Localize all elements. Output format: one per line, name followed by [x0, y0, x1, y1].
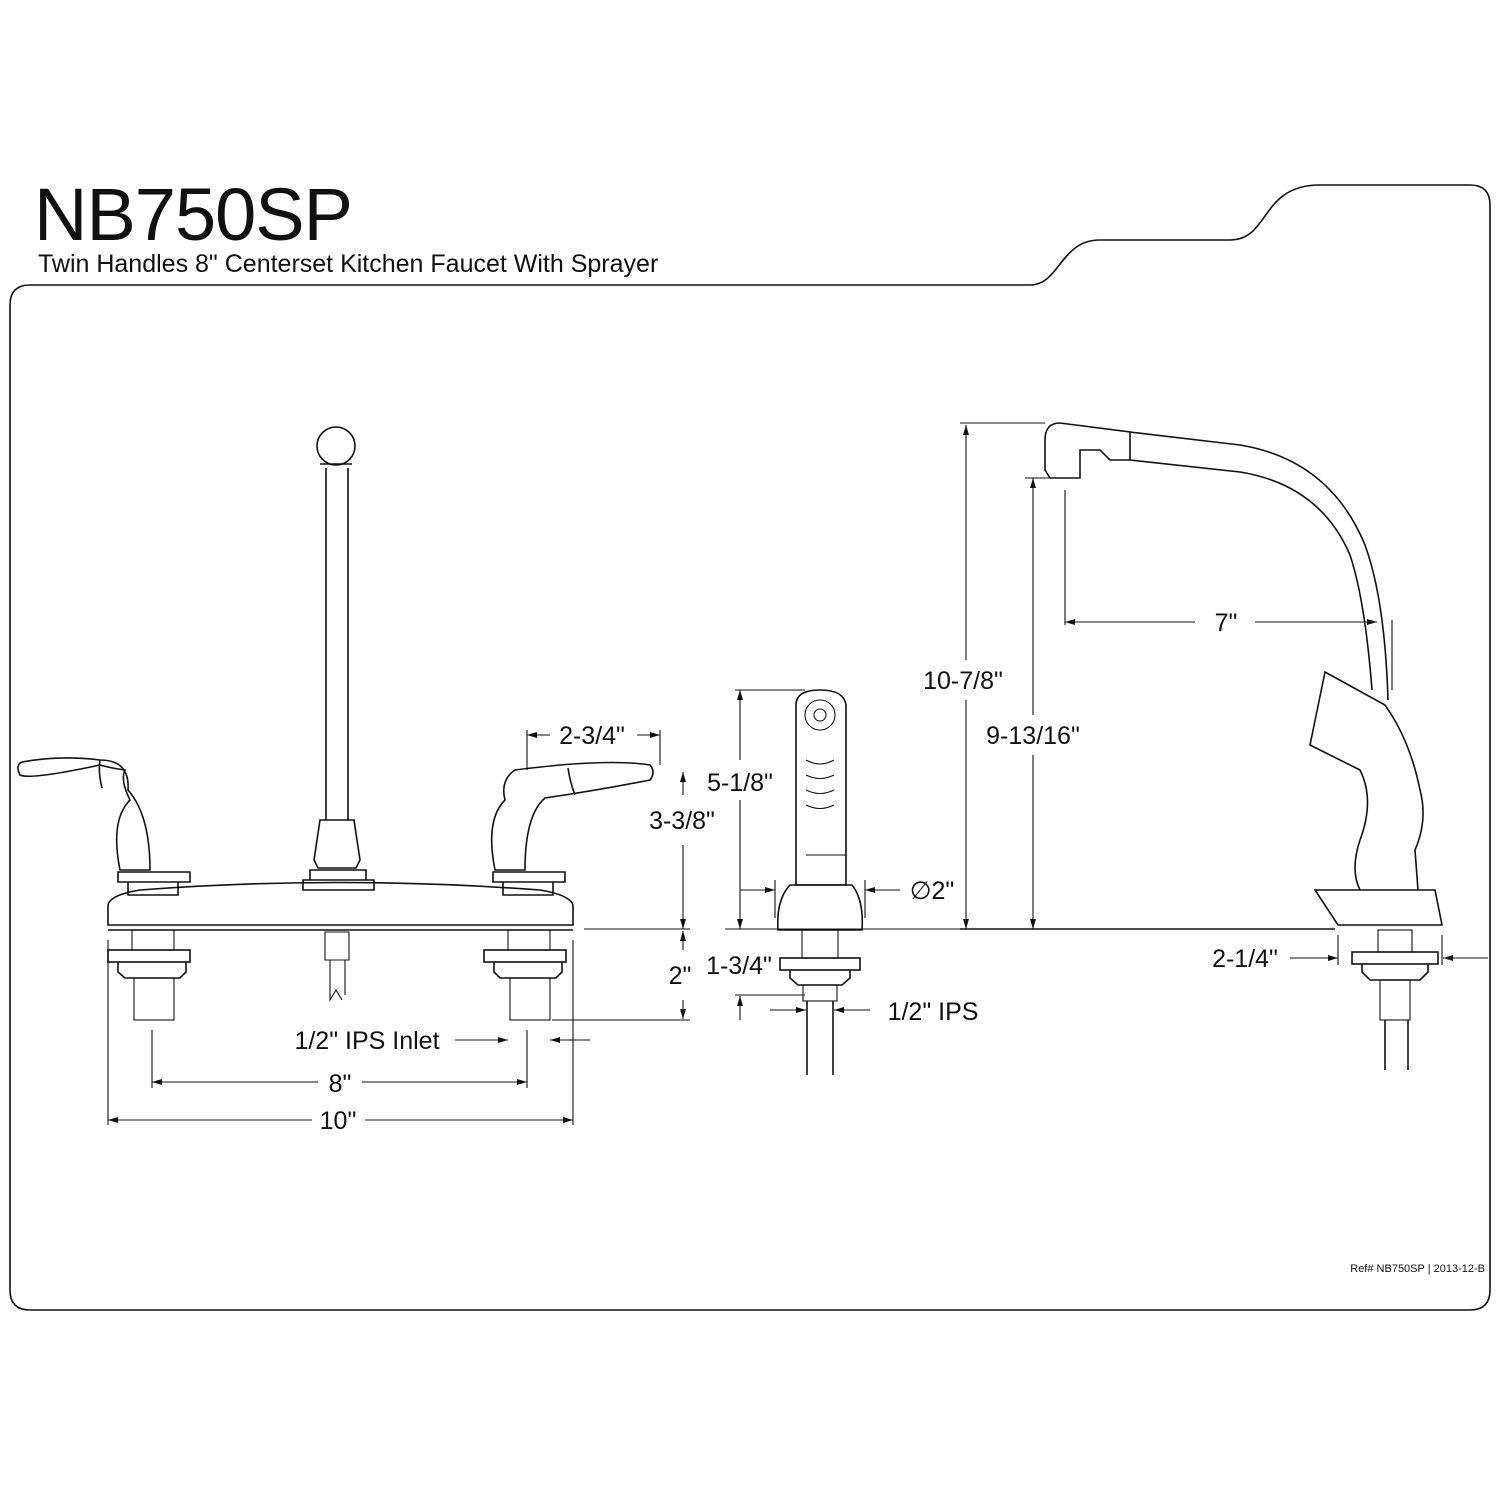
dim-sprayer-thread: 1/2" IPS: [888, 998, 979, 1026]
dim-overall-width: 10": [320, 1107, 357, 1135]
page-frame: [9, 184, 1491, 1311]
side-view-faucet: [1044, 422, 1443, 1070]
sprayer-drawing: [776, 689, 864, 1075]
dim-sprayer-shank: 1-3/4": [706, 952, 772, 980]
dim-handle-height: 3-3/8": [649, 807, 715, 835]
model-number: NB750SP: [34, 173, 353, 256]
dimension-lines: [107, 422, 1488, 1125]
dim-base-depth: 2-1/4": [1212, 945, 1278, 973]
dim-spout-clearance: 9-13/16": [986, 722, 1080, 750]
dim-handle-width: 2-3/4": [559, 722, 625, 750]
dim-shank-length: 2": [669, 962, 692, 990]
dim-centers: 8": [329, 1070, 352, 1098]
dim-sprayer-diameter: ∅2": [910, 877, 955, 905]
reference-note: Ref# NB750SP | 2013-12-B: [1350, 1263, 1485, 1275]
dim-spout-reach: 7": [1215, 609, 1238, 637]
front-view-faucet: [17, 426, 654, 1021]
dim-sprayer-height: 5-1/8": [707, 769, 773, 797]
product-description: Twin Handles 8" Centerset Kitchen Faucet…: [38, 250, 659, 278]
dim-spout-height: 10-7/8": [923, 667, 1003, 695]
dim-inlet: 1/2" IPS Inlet: [294, 1027, 439, 1055]
